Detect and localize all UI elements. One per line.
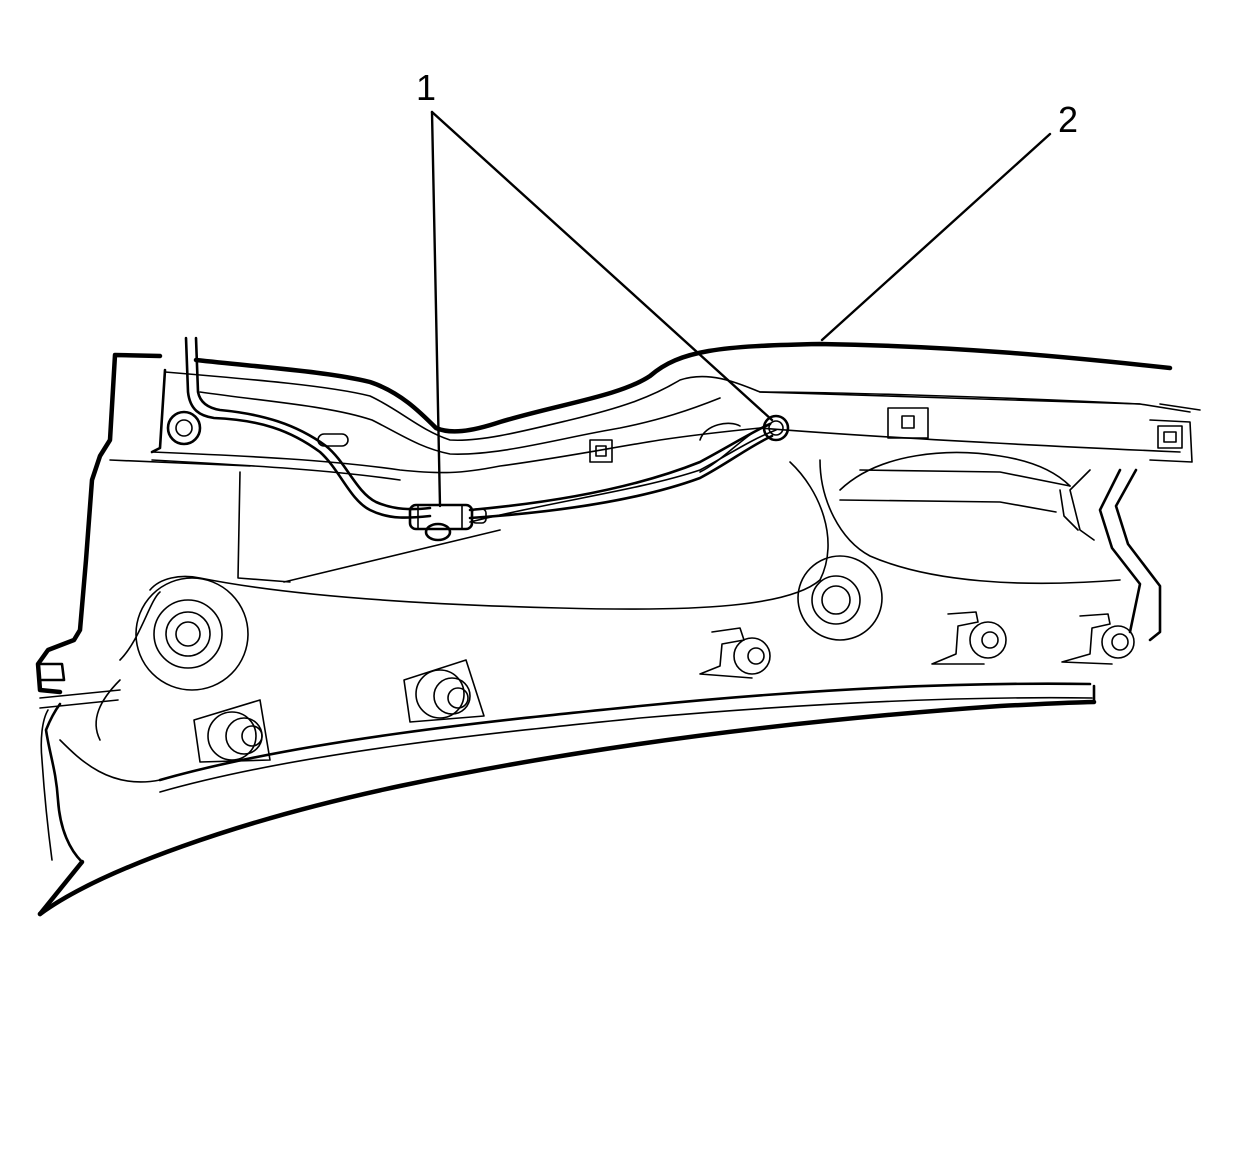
callout-2-label: 2 [1058,99,1078,140]
wire-harness [184,336,790,542]
leader-lines [430,110,1052,508]
leader-1-wire-clip [430,110,442,508]
upper-rail [35,341,1201,695]
fastener-bosses [36,555,1135,763]
leader-1-grommet [430,110,774,422]
leader-2-panel [820,132,1052,342]
callout-1-label: 1 [416,67,436,108]
lower-panel [37,451,1162,917]
